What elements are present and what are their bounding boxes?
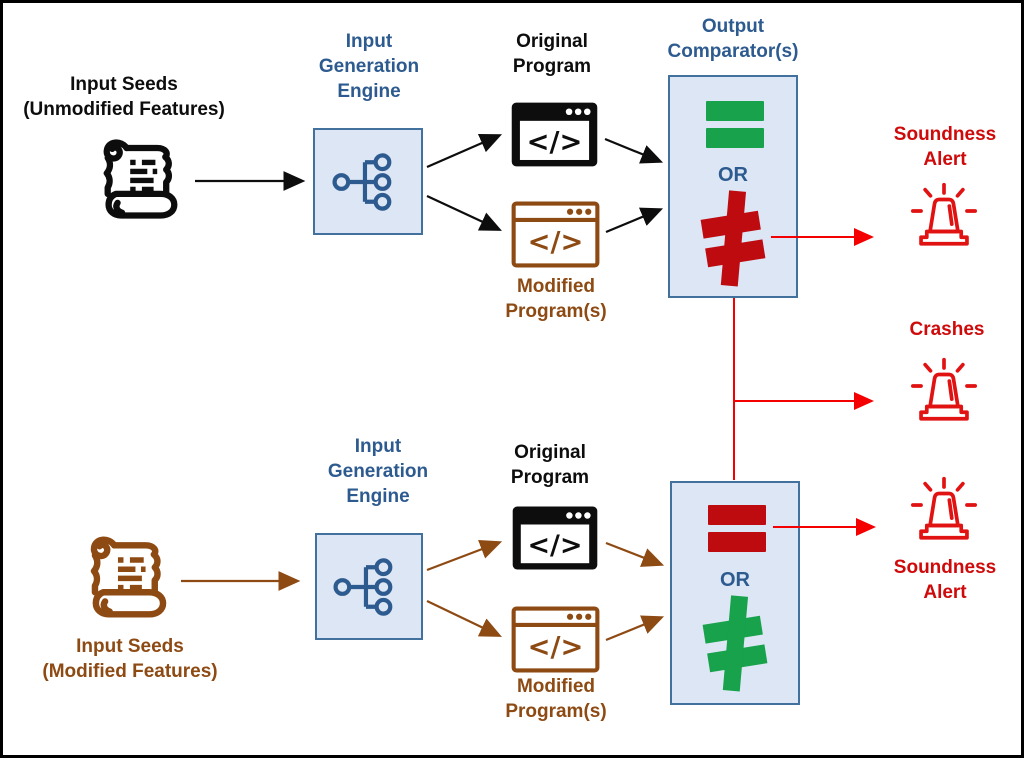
modified-program-bottom-label: Modified Program(s) bbox=[505, 676, 607, 722]
code-window-icon bbox=[509, 99, 600, 170]
input-generation-engine-top-label: Input Generation Engine bbox=[318, 31, 420, 102]
hierarchy-tree-icon bbox=[330, 144, 406, 220]
siren-icon bbox=[903, 178, 985, 262]
soundness-alert-bottom-label: Soundness Alert bbox=[893, 557, 997, 603]
input-seeds-unmodified-label: Input Seeds (Unmodified Features) bbox=[23, 74, 225, 120]
output-comparator-top-box: OR bbox=[668, 75, 798, 298]
scroll-icon bbox=[83, 529, 175, 626]
code-window-icon bbox=[510, 503, 600, 573]
arrow-engine-to-modified-bottom bbox=[426, 600, 502, 637]
arrow-original-to-comparator-bottom bbox=[605, 541, 665, 567]
output-comparator-title: Output Comparator(s) bbox=[667, 16, 799, 62]
code-window-icon bbox=[510, 199, 601, 270]
arrow-modified-to-comparator-bottom bbox=[605, 615, 665, 642]
not-equals-icon-green bbox=[699, 595, 771, 692]
equals-icon-green bbox=[706, 101, 764, 155]
or-label: OR bbox=[720, 569, 750, 591]
input-generation-engine-top-box bbox=[313, 128, 423, 235]
original-program-top-label: Original Program bbox=[512, 31, 592, 77]
siren-icon bbox=[903, 353, 985, 437]
scroll-icon bbox=[96, 131, 186, 228]
arrow-modified-to-comparator-top bbox=[605, 207, 664, 234]
crashes-label: Crashes bbox=[909, 319, 985, 340]
output-comparator-bottom-box: OR bbox=[670, 481, 800, 705]
input-generation-engine-bottom-label: Input Generation Engine bbox=[327, 436, 429, 507]
hierarchy-tree-icon bbox=[331, 549, 407, 625]
siren-icon bbox=[903, 472, 985, 556]
arrow-original-to-comparator-top bbox=[604, 137, 664, 164]
equals-icon-red bbox=[708, 505, 766, 559]
arrow-engine-to-modified-top bbox=[426, 195, 502, 231]
original-program-bottom-label: Original Program bbox=[510, 442, 590, 488]
modified-program-top-label: Modified Program(s) bbox=[505, 276, 607, 322]
input-seeds-modified-label: Input Seeds (Modified Features) bbox=[42, 636, 218, 682]
arrow-engine-to-original-bottom bbox=[426, 540, 503, 572]
soundness-alert-top-label: Soundness Alert bbox=[893, 124, 997, 170]
or-label: OR bbox=[718, 164, 748, 186]
code-window-icon bbox=[510, 604, 601, 675]
not-equals-icon-red bbox=[697, 190, 769, 287]
arrow-engine-to-original-top bbox=[426, 133, 503, 169]
input-generation-engine-bottom-box bbox=[315, 533, 423, 640]
